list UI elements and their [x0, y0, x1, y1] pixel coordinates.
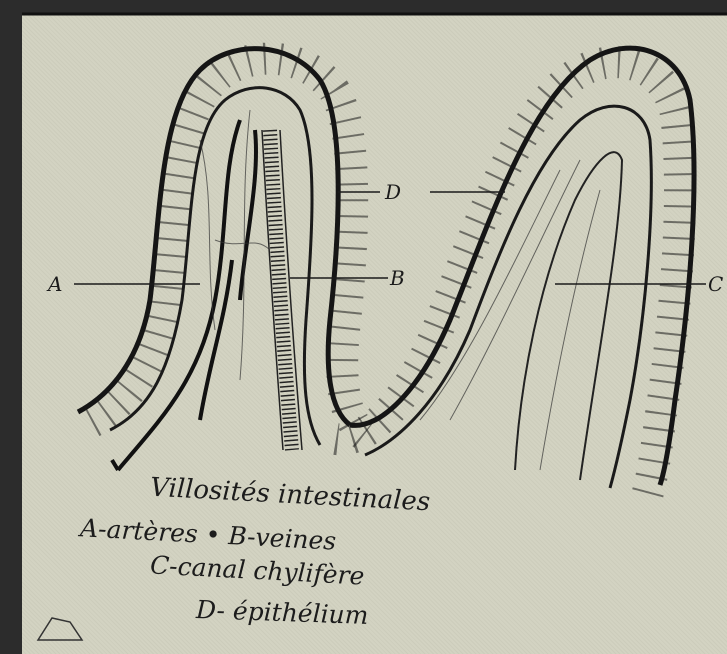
label-d: D: [384, 180, 401, 204]
vein-column: [270, 130, 292, 450]
label-c: C: [708, 272, 723, 296]
left-epithelium-cells: [92, 59, 364, 435]
label-a: A: [46, 272, 62, 296]
label-b: B: [389, 266, 405, 290]
caption-line-epithelium: D- épithélium: [196, 595, 369, 630]
corner-mark: [38, 618, 82, 640]
vein-walls: [262, 130, 302, 450]
chyliferous-canal: [515, 152, 622, 480]
right-epithelium-cells: [336, 62, 680, 499]
left-villus: [78, 49, 364, 470]
left-villus-outer-outline: [78, 49, 350, 425]
left-fibers: [200, 110, 270, 380]
